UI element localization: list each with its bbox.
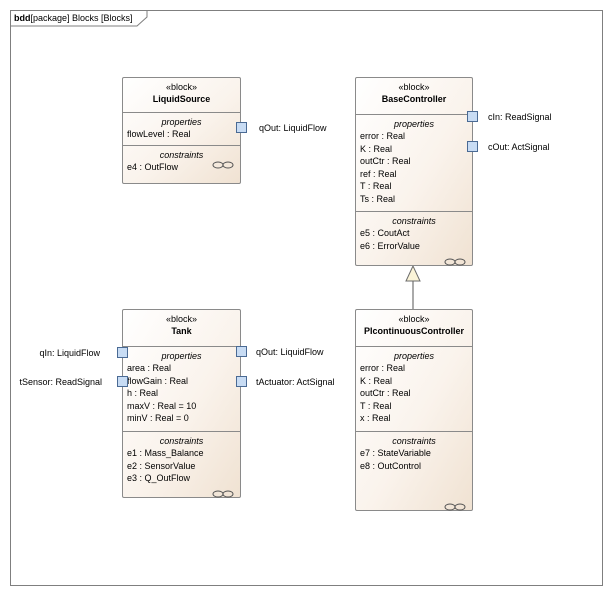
block-stereotype: «block» xyxy=(398,82,430,92)
property-item: maxV : Real = 10 xyxy=(127,400,197,411)
port-basecontroller-cin[interactable] xyxy=(467,111,478,122)
port-label: tActuator: ActSignal xyxy=(256,377,335,387)
port-label: qOut: LiquidFlow xyxy=(256,347,324,357)
port-label: cOut: ActSignal xyxy=(488,142,550,152)
block-tank[interactable]: «block» Tank properties area : Real flow… xyxy=(122,309,241,498)
block-name: Tank xyxy=(171,326,192,336)
block-liquidsource[interactable]: «block» LiquidSource properties flowLeve… xyxy=(122,77,241,184)
constraints-compartment: constraints e4 : OutFlow xyxy=(123,146,240,174)
port-tank-tsensor[interactable] xyxy=(117,376,128,387)
block-basecontroller[interactable]: «block» BaseController properties error … xyxy=(355,77,473,266)
constraints-compartment: constraints e7 : StateVariable e8 : OutC… xyxy=(356,432,472,516)
port-tank-qin[interactable] xyxy=(117,347,128,358)
constraints-title: constraints xyxy=(159,150,204,160)
property-item: flowLevel : Real xyxy=(127,129,191,139)
frame-title: bdd[package] Blocks [Blocks] xyxy=(10,10,139,26)
property-item: minV : Real = 0 xyxy=(127,413,189,423)
constraints-compartment: constraints e1 : Mass_Balance e2 : Senso… xyxy=(123,432,240,503)
properties-compartment: properties error : Real K : Real outCtr … xyxy=(356,115,472,212)
properties-title: properties xyxy=(393,119,435,129)
port-basecontroller-cout[interactable] xyxy=(467,141,478,152)
property-item: error : Real xyxy=(360,363,406,373)
constraints-compartment: constraints e5 : CoutAct e6 : ErrorValue xyxy=(356,212,472,271)
block-name: BaseController xyxy=(381,94,447,104)
frame-kind: bdd xyxy=(14,13,31,23)
constraints-title: constraints xyxy=(159,436,204,446)
port-tank-qout[interactable] xyxy=(236,346,247,357)
property-item: T : Real xyxy=(360,400,392,411)
properties-compartment: properties error : Real K : Real outCtr … xyxy=(356,347,472,432)
properties-title: properties xyxy=(393,351,435,361)
block-header: «block» BaseController xyxy=(356,78,472,115)
constraint-item: e7 : StateVariable xyxy=(360,448,431,458)
block-header: «block» PIcontinuousController xyxy=(356,310,472,347)
block-name: PIcontinuousController xyxy=(364,326,464,336)
properties-compartment: properties flowLevel : Real xyxy=(123,113,240,146)
port-label: cIn: ReadSignal xyxy=(488,112,552,122)
infinity-icon xyxy=(212,490,234,498)
block-stereotype: «block» xyxy=(165,82,198,92)
property-item: area : Real xyxy=(127,363,172,373)
constraint-item: e8 : OutControl xyxy=(360,460,422,471)
infinity-icon xyxy=(444,503,466,511)
property-item: flowGain : Real xyxy=(127,375,189,386)
property-item: K : Real xyxy=(360,375,393,386)
constraints-title: constraints xyxy=(392,216,436,226)
constraint-item: e5 : CoutAct xyxy=(360,228,410,238)
constraint-item: e4 : OutFlow xyxy=(127,162,179,172)
block-picontinuouscontroller[interactable]: «block» PIcontinuousController propertie… xyxy=(355,309,473,511)
properties-compartment: properties area : Real flowGain : Real h… xyxy=(123,347,240,432)
port-label: tSensor: ReadSignal xyxy=(19,377,102,387)
infinity-icon xyxy=(212,161,234,168)
port-label: qIn: LiquidFlow xyxy=(39,348,100,358)
diagram-frame xyxy=(10,10,603,586)
block-stereotype: «block» xyxy=(165,314,198,324)
property-item: K : Real xyxy=(360,143,393,154)
constraint-item: e6 : ErrorValue xyxy=(360,240,420,251)
constraints-title: constraints xyxy=(392,436,436,446)
properties-title: properties xyxy=(161,117,202,127)
property-item: outCtr : Real xyxy=(360,156,411,166)
port-label: qOut: LiquidFlow xyxy=(259,123,327,133)
property-item: error : Real xyxy=(360,131,406,141)
constraint-item: e1 : Mass_Balance xyxy=(127,448,204,458)
constraint-item: e2 : SensorValue xyxy=(127,460,196,471)
port-tank-tactuator[interactable] xyxy=(236,376,247,387)
property-item: Ts : Real xyxy=(360,193,396,204)
property-item: x : Real xyxy=(360,413,391,423)
frame-name: [package] Blocks [Blocks] xyxy=(30,13,133,23)
property-item: ref : Real xyxy=(360,168,397,179)
property-item: h : Real xyxy=(127,388,159,398)
properties-title: properties xyxy=(161,351,202,361)
port-liquidsource-qout[interactable] xyxy=(236,122,247,133)
block-name: LiquidSource xyxy=(152,94,211,104)
property-item: outCtr : Real xyxy=(360,388,411,398)
block-stereotype: «block» xyxy=(398,314,430,324)
block-header: «block» LiquidSource xyxy=(123,78,240,113)
constraint-item: e3 : Q_OutFlow xyxy=(127,473,191,483)
block-header: «block» Tank xyxy=(123,310,240,347)
property-item: T : Real xyxy=(360,181,392,191)
infinity-icon xyxy=(444,258,466,266)
